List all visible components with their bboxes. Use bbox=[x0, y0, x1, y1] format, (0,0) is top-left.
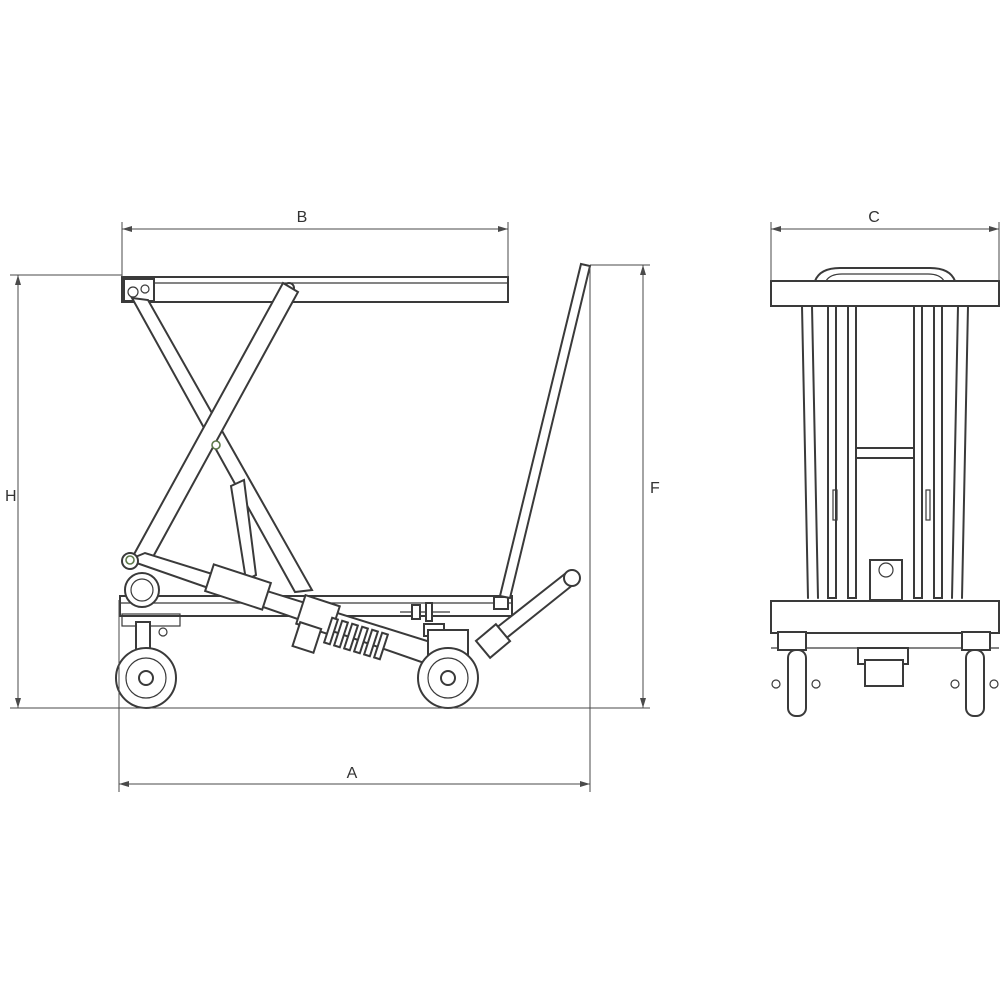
pump-spring bbox=[322, 616, 390, 661]
center-pivot-pin bbox=[211, 440, 221, 450]
push-handle bbox=[498, 262, 592, 600]
dimension-f: F bbox=[590, 264, 660, 708]
dimension-label-a: A bbox=[347, 765, 358, 782]
dimension-label-c: C bbox=[868, 209, 880, 226]
dimension-b: B bbox=[121, 209, 509, 277]
right-fixed-wheel bbox=[417, 629, 479, 709]
side-view bbox=[115, 262, 592, 709]
front-handle-loop bbox=[814, 267, 956, 282]
dimension-a: A bbox=[118, 266, 591, 792]
dimension-h: H bbox=[5, 274, 650, 709]
dimension-label-b: B bbox=[297, 209, 308, 226]
dimension-label-f: F bbox=[650, 480, 660, 497]
dimension-label-h: H bbox=[5, 488, 17, 505]
front-view bbox=[770, 267, 1000, 717]
front-left-wheel bbox=[771, 631, 821, 717]
dimension-c: C bbox=[770, 209, 1000, 281]
side-platform bbox=[121, 276, 509, 303]
left-caster-wheel bbox=[115, 621, 177, 709]
dimension-lines: B C H F bbox=[5, 209, 1000, 792]
front-right-wheel bbox=[950, 631, 999, 717]
front-center-pedal bbox=[857, 647, 909, 687]
front-platform bbox=[770, 280, 1000, 307]
front-base-frame bbox=[770, 600, 1000, 634]
